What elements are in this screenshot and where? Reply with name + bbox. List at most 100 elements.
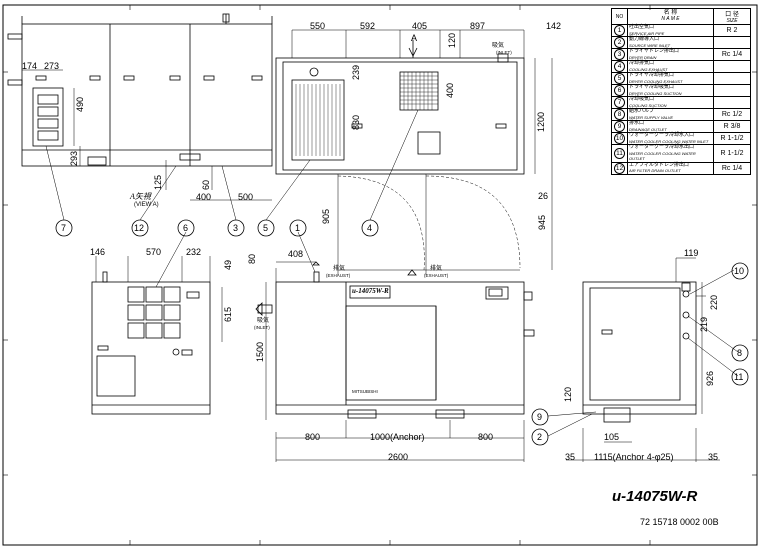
header-size-jp: 口 径 (725, 12, 739, 18)
row-name-jp: 給水バルブ (629, 108, 655, 114)
row-name-en: DRYER COOLING EXHAUST (629, 78, 683, 84)
row-no: 1 (611, 24, 628, 37)
drawing-border (2, 4, 758, 546)
dim-500: 500 (238, 192, 254, 202)
model-plate: u-14075W-R (352, 287, 389, 295)
row-no: 4 (611, 60, 628, 73)
balloon-10: 10 (734, 266, 745, 276)
dim-220: 220 (709, 294, 719, 310)
row-no: 12 (611, 161, 628, 175)
header-name-jp: 名 称 (663, 10, 678, 16)
dim-490: 490 (75, 96, 85, 112)
balloon-leaders (45, 109, 739, 437)
view-a-drawing (7, 13, 273, 201)
dim-293: 293 (69, 150, 79, 166)
inlet-label-front: 吸気 (257, 318, 270, 324)
row-name-jp: エアフィルタドレン排出口 (629, 161, 689, 168)
row-name-jp: 動力線導入口 (629, 36, 660, 42)
dim-120b: 120 (563, 386, 573, 402)
row-name-jp: ドライヤ冷却排気口 (629, 72, 674, 78)
balloon-11: 11 (734, 372, 744, 382)
drawing-number: 72 15718 0002 00B (640, 517, 719, 527)
side-view-right-drawing (566, 257, 720, 462)
row-name-jp: ドライヤ冷却吸気口 (629, 84, 674, 90)
inlet-label-plan: 吸気 (492, 43, 505, 49)
row-name-en: SERVICE AIR PIPE (629, 30, 665, 36)
dim-49: 49 (223, 259, 233, 270)
row-name-jp: ウォータークーラ冷却水入口 (629, 132, 695, 138)
row-name-en: COOLING EXHAUST (629, 66, 668, 72)
dim-119: 119 (684, 248, 699, 258)
dim-60: 60 (201, 179, 211, 190)
dim-405: 405 (412, 21, 428, 31)
dim-592: 592 (360, 21, 376, 31)
balloon-2: 2 (537, 432, 543, 442)
dim-800-right: 800 (478, 432, 494, 442)
dim-1000-anchor: 1000(Anchor) (370, 432, 425, 442)
dim-905: 905 (321, 208, 331, 224)
row-size: Rc 1/2 (713, 108, 751, 121)
model-title: u-14075W-R (612, 488, 698, 505)
dim-945: 945 (537, 214, 547, 230)
row-size (713, 60, 751, 73)
exhaust-sub-front-2: (EXHAUST) (424, 273, 449, 278)
exhaust-sub-front: (EXHAUST) (326, 273, 351, 278)
header-no: NO (611, 8, 628, 25)
dim-800-left: 800 (305, 432, 321, 442)
dim-926: 926 (705, 370, 715, 386)
row-name-jp: 冷却排気口 (629, 60, 655, 66)
dim-26: 26 (538, 191, 549, 201)
row-name-en: DRAINAGE OUTLET (629, 126, 667, 132)
row-size: R 2 (713, 24, 751, 37)
dim-273: 273 (44, 61, 60, 71)
dim-615: 615 (223, 306, 233, 322)
balloon-6: 6 (183, 223, 189, 233)
row-name-en: DRYER COOLING SUCTION (629, 90, 682, 96)
balloon-1: 1 (295, 223, 301, 233)
row-no: 8 (611, 108, 628, 121)
inlet-sub-plan: (INLET) (496, 50, 512, 55)
dim-105: 105 (604, 432, 620, 442)
dim-125: 125 (153, 174, 163, 190)
row-size (713, 72, 751, 85)
header-size-en: SIZE (726, 18, 738, 24)
dim-550: 550 (310, 21, 326, 31)
balloon-7: 7 (61, 223, 67, 233)
dim-35-right: 35 (708, 452, 719, 462)
parts-table-header: NO 名 称 N A M E 口 径 SIZE (611, 8, 751, 25)
row-name-en: SOURCE WIRE INLET (629, 42, 671, 48)
dim-400b: 400 (445, 82, 455, 98)
dim-1115-anchor: 1115(Anchor 4-φ25) (594, 452, 674, 462)
row-size (713, 96, 751, 109)
inlet-sub-front: (INLET) (254, 325, 270, 330)
row-name-jp: 冷却吸気口 (629, 96, 655, 102)
dim-830: 830 (351, 114, 361, 130)
dim-146: 146 (90, 247, 106, 257)
dim-142: 142 (546, 21, 562, 31)
balloon-3: 3 (233, 223, 239, 233)
row-size: Rc 1/4 (713, 161, 751, 175)
dim-80: 80 (247, 253, 257, 264)
header-name-en: N A M E (661, 15, 680, 22)
dim-2600: 2600 (388, 452, 409, 462)
row-no: 11 (611, 144, 628, 163)
dim-174: 174 (22, 61, 38, 71)
